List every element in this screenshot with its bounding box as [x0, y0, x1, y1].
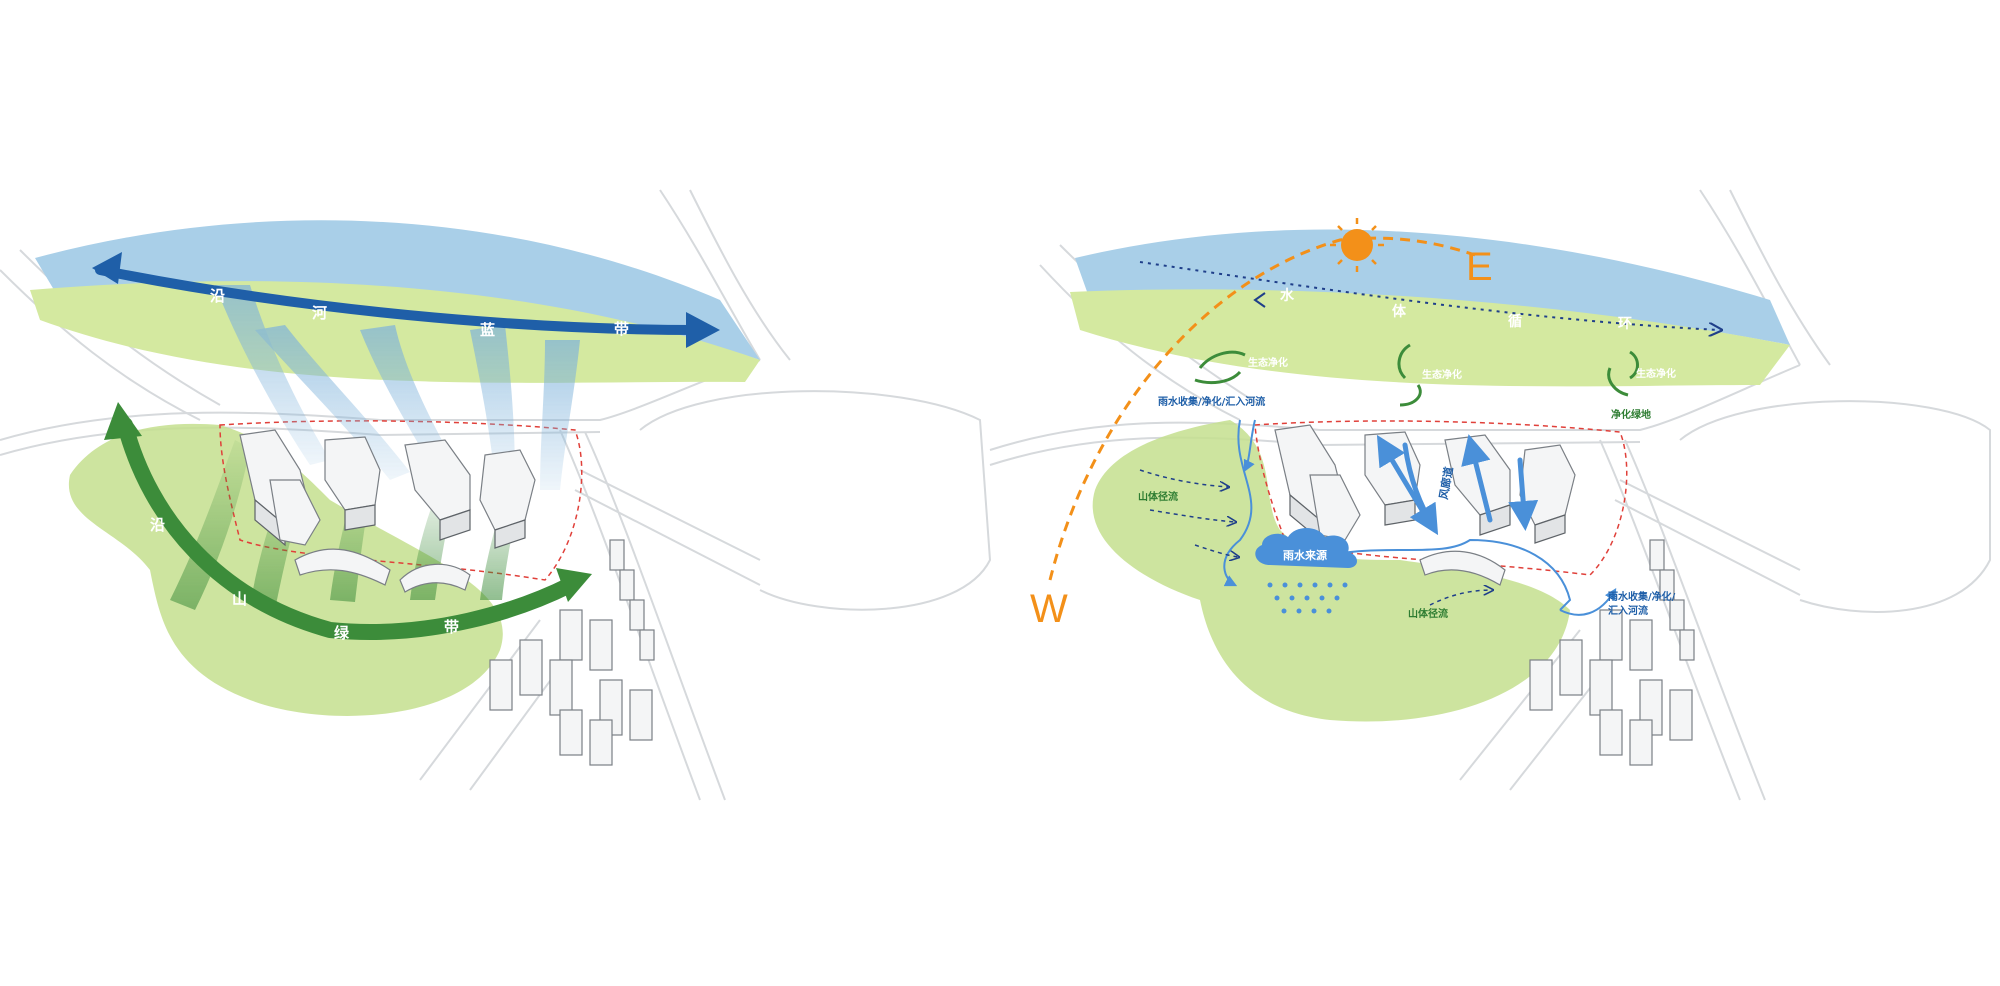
purify-green-label: 净化绿地	[1611, 408, 1651, 421]
eco-purify-icon-3	[1607, 350, 1639, 397]
left-hill	[68, 423, 503, 716]
ventilation-label: 风廊道	[1436, 466, 1456, 501]
right-riverside-greenbelt	[1070, 289, 1790, 387]
sun-path-arc	[1048, 236, 1476, 581]
eco-purify-label-3: 生态净化	[1636, 367, 1676, 380]
right-diagram: W E 水 体 循 环 生态净化 生态净化 生态净化 净化绿地 雨水收集/净化/…	[989, 189, 1991, 801]
water-cycle-char-4: 环	[1618, 316, 1632, 332]
left-river-char-3: 蓝	[480, 321, 495, 339]
rain-collect-label-1: 雨水收集/净化/汇入河流	[1158, 395, 1265, 408]
sun-icon	[1330, 218, 1384, 272]
left-river-band-arrow	[92, 252, 720, 348]
water-cycle-path	[1139, 261, 1720, 330]
left-river-char-1: 沿	[210, 287, 225, 305]
right-hill	[1092, 420, 1570, 722]
water-cycle-char-2: 体	[1392, 303, 1407, 320]
left-mountain-band-arrow	[104, 402, 592, 640]
compass-west-label: W	[1030, 587, 1068, 631]
left-mountain-char-2: 山	[232, 590, 247, 608]
rain-source-label: 雨水来源	[1283, 548, 1327, 562]
left-diagram: 沿 河 蓝 带 沿 山 绿 带	[0, 189, 992, 801]
eco-purify-icon-1	[1194, 350, 1246, 385]
eco-purify-icon-2	[1397, 343, 1422, 407]
left-river-char-2: 河	[312, 304, 327, 322]
mountain-runoff-label-2: 山体径流	[1408, 607, 1448, 620]
rain-collect-label-2a: 雨水收集/净化/	[1608, 590, 1676, 603]
left-mountain-char-1: 沿	[150, 516, 165, 534]
water-cycle-char-1: 水	[1280, 287, 1295, 304]
right-wind-arrows	[1376, 434, 1539, 536]
left-mountain-char-4: 带	[444, 618, 459, 636]
rain-collect-label-2b: 汇入河流	[1608, 604, 1648, 617]
eco-purify-label-1: 生态净化	[1248, 356, 1288, 369]
left-residential-blocks	[489, 539, 655, 766]
left-river-char-4: 带	[614, 320, 629, 338]
eco-purify-label-2: 生态净化	[1422, 368, 1462, 381]
mountain-runoff-arrows	[1139, 469, 1492, 606]
mountain-runoff-label-1: 山体径流	[1138, 490, 1178, 503]
rain-cloud-icon	[1255, 528, 1357, 614]
right-rainwater-flows	[1223, 419, 1617, 616]
left-buildings	[239, 429, 536, 593]
right-residential-blocks	[1529, 539, 1695, 766]
compass-east-label: E	[1466, 245, 1493, 289]
water-cycle-char-3: 循	[1508, 313, 1522, 330]
left-mountain-char-3: 绿	[334, 624, 350, 642]
water-cycle-return-arrow	[1253, 292, 1266, 308]
